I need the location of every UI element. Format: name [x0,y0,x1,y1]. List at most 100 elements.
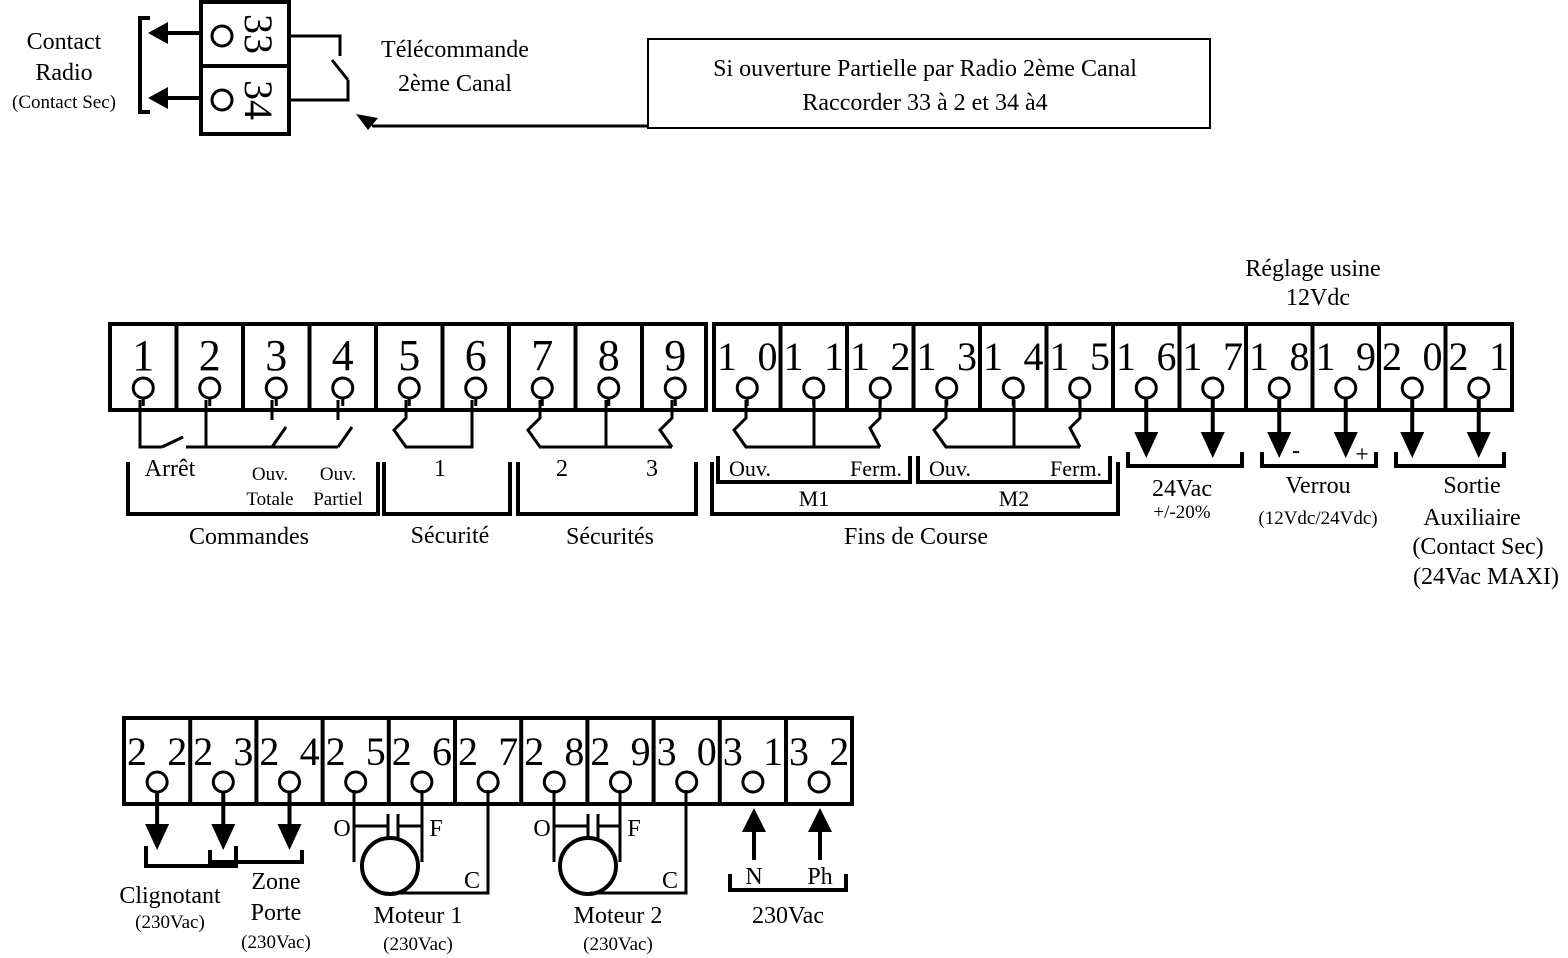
terminal-26 [410,770,434,794]
terminal-9 [663,376,687,400]
ouv-totale-switch [270,426,288,448]
terminal-24 [278,770,301,794]
moteur-2-c: C [662,868,678,894]
terminal-19 [1334,376,1358,400]
securites-wire [526,400,672,449]
terminal-18 [1267,376,1291,400]
m1-bracket [716,456,912,484]
terminal-number-3: 3 [265,331,287,380]
note-line-1: Si ouverture Partielle par Radio 2ème Ca… [713,56,1137,82]
m1-ouv-label: Ouv. [729,456,771,481]
terminal-16-arrow [1134,432,1159,458]
note-line-2: Raccorder 33 à 2 et 34 à4 [802,90,1047,116]
terminal-31 [741,770,765,794]
terminal-1 [131,376,155,400]
terminal-15 [1068,376,1092,400]
securite-2-number: 2 [556,456,568,482]
note-pointer-head [356,114,378,130]
terminal-24-arrow [277,824,302,850]
terminal-16 [1134,376,1158,400]
moteur-2-label: Moteur 2 [574,903,663,929]
terminal-34-number: 34 [236,80,281,120]
contact-radio-label-3: (Contact Sec) [12,92,116,113]
zone-porte-bracket [208,850,304,864]
terminal-2 [198,376,222,400]
m1-label: M1 [799,486,830,511]
moteur-2-f: F [627,816,640,842]
moteur-2-o: O [533,816,550,842]
moteur-1-label: Moteur 1 [374,903,463,929]
moteur-1-f: F [429,816,442,842]
terminal-13 [935,376,959,400]
securite-1-wire [392,400,474,449]
moteur-1-o: O [333,816,350,842]
m2-bracket [916,456,1112,484]
m2-ouv-label: Ouv. [929,456,971,481]
terminal-22 [145,770,169,794]
sortie-label-3: (Contact Sec) [1412,534,1543,560]
terminal-number-9: 9 [664,331,686,380]
switch-blade [330,59,350,81]
sortie-bracket [1394,452,1506,468]
terminal-10 [735,376,759,400]
arrow-34-head [148,87,168,109]
terminal-14 [1001,376,1025,400]
contact-radio-label-1: Contact [27,29,102,55]
terminal-21-arrow [1466,432,1491,458]
clignotant-bracket [144,846,238,868]
sortie-label-4: (24Vac MAXI) [1413,564,1559,590]
switch-wire-bottom [289,80,350,102]
terminal-27 [476,770,500,794]
terminal-29 [609,770,632,794]
terminal-30 [675,770,699,794]
securite-1-number: 1 [434,456,446,482]
verrou-minus: - [1292,438,1300,464]
v24-bracket [1126,452,1244,468]
ouv-totale-label-2: Totale [246,489,293,510]
terminal-11 [802,376,826,400]
n-label: N [745,864,762,890]
reglage-usine-label: Réglage usine [1245,256,1380,282]
terminal-20-arrow [1400,432,1425,458]
m2-ferm-label: Ferm. [1050,456,1102,481]
terminal-20 [1400,376,1424,400]
terminal-number-4: 4 [332,331,354,380]
terminal-32 [807,770,831,794]
sortie-label-1: Sortie [1443,473,1500,499]
telecommande-label-2: 2ème Canal [398,71,512,97]
radio-contact-block: Contact Radio (Contact Sec) 33 34 Téléco… [12,0,1211,136]
moteur-1-circle [360,836,420,896]
ouv-partiel-label-1: Ouv. [320,464,356,485]
moteur-1-voltage: (230Vac) [383,934,453,955]
terminal-4 [331,376,355,400]
terminal-7 [530,376,554,400]
verrou-bracket [1260,452,1378,468]
verrou-label: Verrou [1285,473,1350,499]
moteur-2-circle [558,836,618,896]
contact-radio-bracket [138,16,150,114]
fins-de-course-label: Fins de Course [844,524,988,550]
terminal-18-arrow [1267,432,1292,458]
ouv-totale-label-1: Ouv. [252,464,288,485]
terminal-number-6: 6 [465,331,487,380]
reglage-12vdc-label: 12Vdc [1286,285,1350,311]
terminal-8 [597,376,621,400]
contact-radio-label-2: Radio [35,60,92,86]
securites-bracket [516,462,698,516]
fins-de-course-bracket [710,462,1120,516]
v230-bracket [728,874,848,892]
moteur-2-voltage: (230Vac) [583,934,653,955]
zone-porte-label-1: Zone [251,869,300,895]
note-box [647,38,1211,129]
securite-label: Sécurité [411,523,490,549]
terminal-5 [397,376,421,400]
terminal-17-arrow [1200,432,1225,458]
m2-label: M2 [999,486,1030,511]
terminal-21 [1467,376,1491,400]
terminal-34 [210,88,234,112]
moteur-1-symbol: O F C [333,790,490,896]
telecommande-label-1: Télécommande [381,37,529,63]
moteur-2-symbol: O F C [533,790,688,896]
